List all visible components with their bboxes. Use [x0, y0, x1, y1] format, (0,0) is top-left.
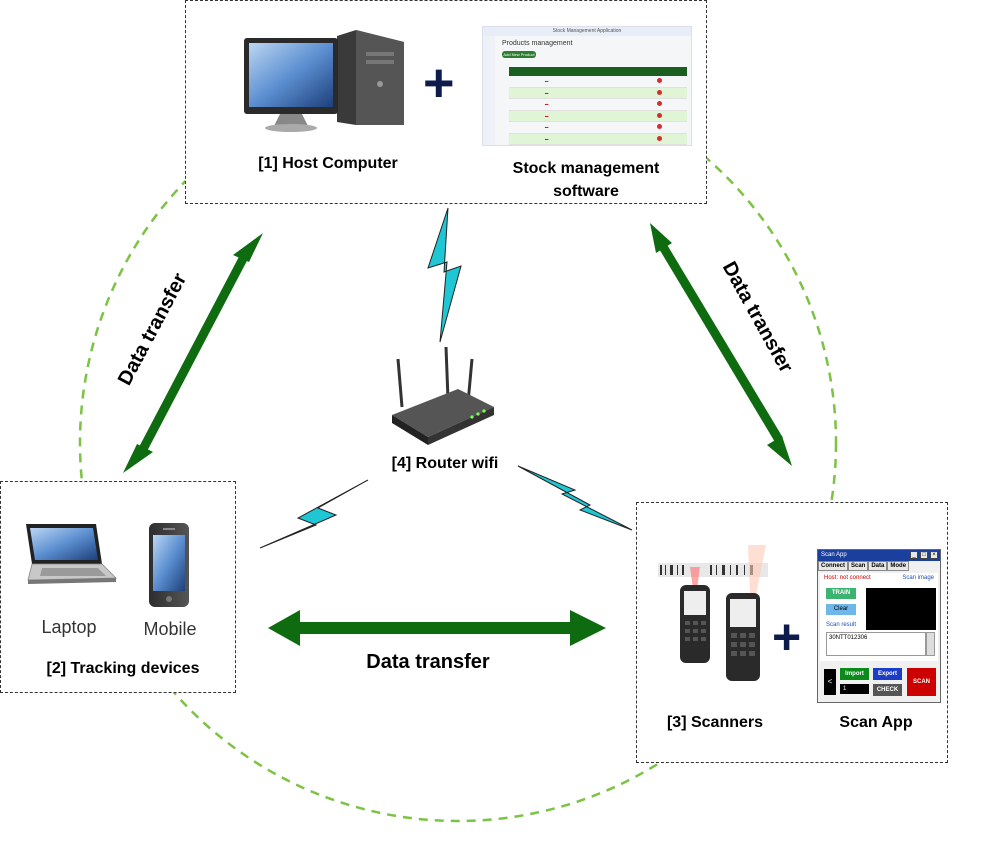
software-sidebar — [483, 36, 495, 145]
arrow-host-scanners — [650, 223, 792, 466]
scan-app-label: Scan App — [839, 714, 913, 731]
train-button: TRAIN — [826, 588, 856, 599]
scan-image-preview — [866, 588, 936, 630]
minimize-icon: _ — [910, 551, 918, 559]
mobile-label: Mobile — [143, 619, 197, 639]
check-button: CHECK — [873, 684, 902, 696]
laptop-icon — [26, 524, 117, 584]
maximize-icon: □ — [920, 551, 928, 559]
wifi-bolt-right — [517, 465, 633, 531]
menu-mode: Mode — [887, 561, 910, 571]
software-table: ▬ ▬ ▬ ▬ ▬ ▬ — [509, 67, 687, 145]
software-label-line1: Stock management — [512, 160, 660, 177]
scan-app-actions: < Import Export 1 CHECK SCAN — [820, 665, 938, 701]
scan-app-panel: Host: not connect Scan image TRAIN Clear… — [820, 573, 938, 661]
software-window-title: Stock Management Application — [483, 27, 691, 36]
close-icon: × — [930, 551, 938, 559]
host-label: [1] Host Computer — [258, 155, 398, 172]
scan-result-label: Scan result — [826, 622, 857, 628]
scan-button: SCAN — [907, 668, 936, 696]
menu-scan: Scan — [848, 561, 869, 571]
scanner-devices-icon — [658, 545, 768, 681]
laptop-label: Laptop — [41, 617, 97, 637]
scan-app-title: Scan App — [821, 552, 847, 558]
tracking-node — [0, 481, 236, 693]
edge-label-bottom: Data transfer — [366, 651, 490, 673]
scan-result-scrollbar — [926, 632, 935, 656]
scan-app-window: Scan App _ □ × Connect Scan Data Mode Ho… — [817, 549, 941, 703]
plus-sign-host: + — [423, 53, 455, 113]
host-status: Host: not connect — [824, 575, 871, 581]
export-button: Export — [873, 668, 902, 680]
arrow-tracking-scanners — [268, 610, 606, 646]
count-field: 1 — [840, 684, 869, 694]
scan-image-label: Scan image — [902, 575, 934, 581]
arrow-host-tracking — [123, 233, 263, 473]
software-label-line2: software — [553, 183, 619, 200]
menu-data: Data — [868, 561, 888, 571]
back-button: < — [824, 669, 836, 695]
wifi-bolt-left — [259, 479, 369, 549]
software-page-title: Products management — [502, 40, 573, 47]
stock-software-screenshot: Stock Management Application Products ma… — [482, 26, 692, 146]
scan-app-menu: Connect Scan Data Mode — [818, 561, 940, 571]
wifi-bolt-top — [427, 207, 462, 343]
clear-button: Clear — [826, 604, 856, 615]
add-product-button: Add New Product — [502, 51, 536, 58]
mobile-icon — [149, 523, 189, 607]
import-button: Import — [840, 668, 869, 680]
router-icon — [392, 346, 494, 445]
scan-result-field: 30NTT012306 — [826, 632, 926, 656]
scanners-label: [3] Scanners — [666, 714, 764, 731]
software-label: Stock management software — [480, 157, 692, 203]
tracking-label: [2] Tracking devices — [46, 660, 200, 677]
plus-sign-scanner: + — [772, 609, 802, 665]
host-computer-icon — [244, 30, 404, 132]
router-label: [4] Router wifi — [391, 455, 499, 472]
scan-app-titlebar: Scan App _ □ × — [818, 550, 940, 561]
menu-connect: Connect — [818, 561, 848, 571]
